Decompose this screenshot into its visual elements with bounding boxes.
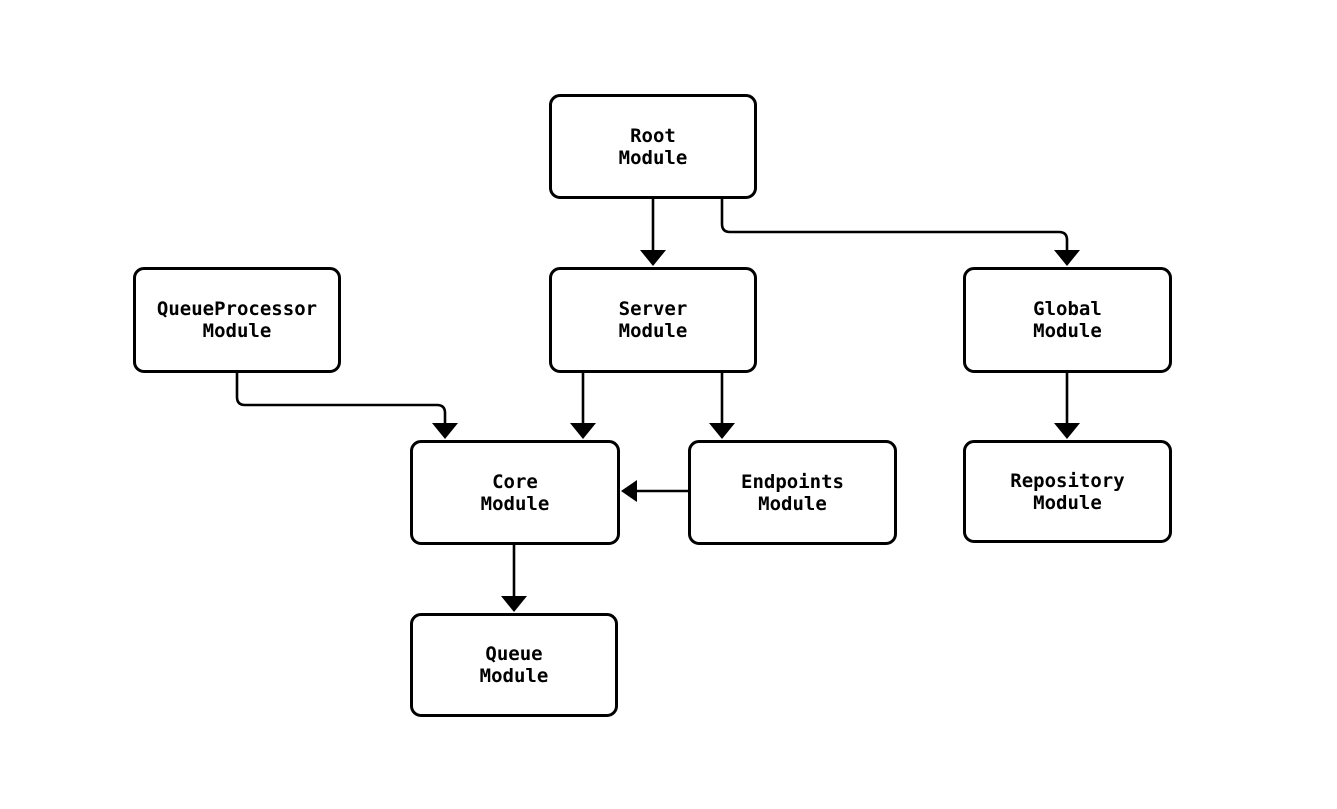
edge-queueprocessor-to-core	[235, 373, 458, 439]
edge-server-to-core	[570, 373, 596, 439]
node-root-module: Root Module	[549, 94, 757, 199]
node-repository-module-label: Repository Module	[1010, 469, 1125, 514]
node-queue-module: Queue Module	[410, 613, 618, 717]
node-global-module: Global Module	[963, 267, 1172, 373]
node-server-module: Server Module	[549, 267, 757, 373]
edge-root-to-global	[720, 199, 1080, 266]
node-queueprocessor-module-label: QueueProcessor Module	[156, 298, 318, 342]
edge-global-to-repository	[1054, 373, 1080, 439]
edge-endpoints-to-core	[621, 480, 688, 502]
node-core-module: Core Module	[410, 440, 620, 545]
node-endpoints-module-label: Endpoints Module	[741, 470, 844, 515]
node-server-module-label: Server Module	[618, 298, 688, 342]
node-repository-module: Repository Module	[963, 440, 1172, 543]
node-core-module-label: Core Module	[480, 470, 550, 515]
edge-root-to-server	[640, 199, 666, 266]
node-global-module-label: Global Module	[1033, 298, 1102, 342]
edge-server-to-endpoints	[709, 373, 735, 439]
node-root-module-label: Root Module	[618, 124, 688, 169]
node-endpoints-module: Endpoints Module	[688, 440, 897, 545]
node-queueprocessor-module: QueueProcessor Module	[133, 267, 341, 373]
edge-core-to-queue	[501, 545, 527, 612]
node-queue-module-label: Queue Module	[479, 643, 549, 687]
